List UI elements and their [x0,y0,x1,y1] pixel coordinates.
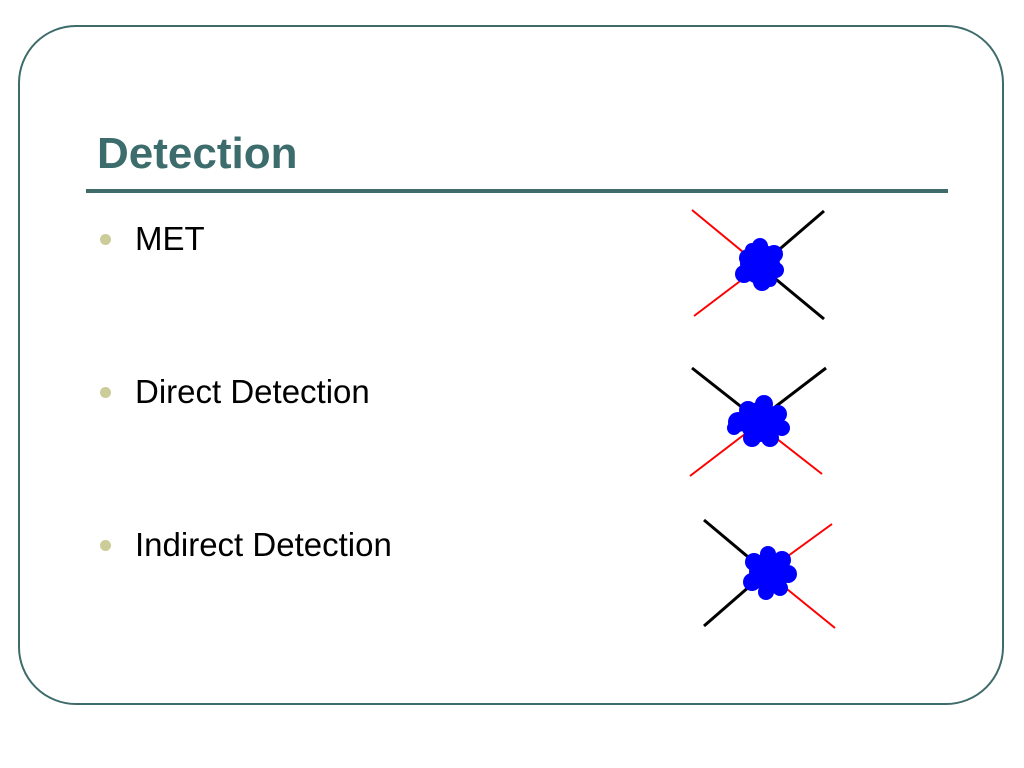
interaction-blob-icon [743,546,797,600]
slide-frame [18,25,1004,705]
bullet-dot-icon [100,386,111,398]
bullet-dot-icon [100,539,111,551]
feynman-diagram-indirect-icon [703,518,836,629]
bullet-dot-icon [100,233,111,245]
bullet-label: Indirect Detection [135,526,392,563]
title-underline [86,189,948,193]
bullet-item-met: MET [100,219,205,259]
bullet-item-direct-detection: Direct Detection [100,372,370,412]
feynman-diagram-direct-icon [689,366,827,477]
bullet-label: MET [135,220,205,257]
bullet-label: Direct Detection [135,373,370,410]
interaction-blob-icon [735,238,784,291]
slide-title: Detection [97,129,298,178]
feynman-diagram-met-icon [691,209,825,321]
bullet-item-indirect-detection: Indirect Detection [100,525,392,565]
interaction-blob-icon [727,395,790,447]
